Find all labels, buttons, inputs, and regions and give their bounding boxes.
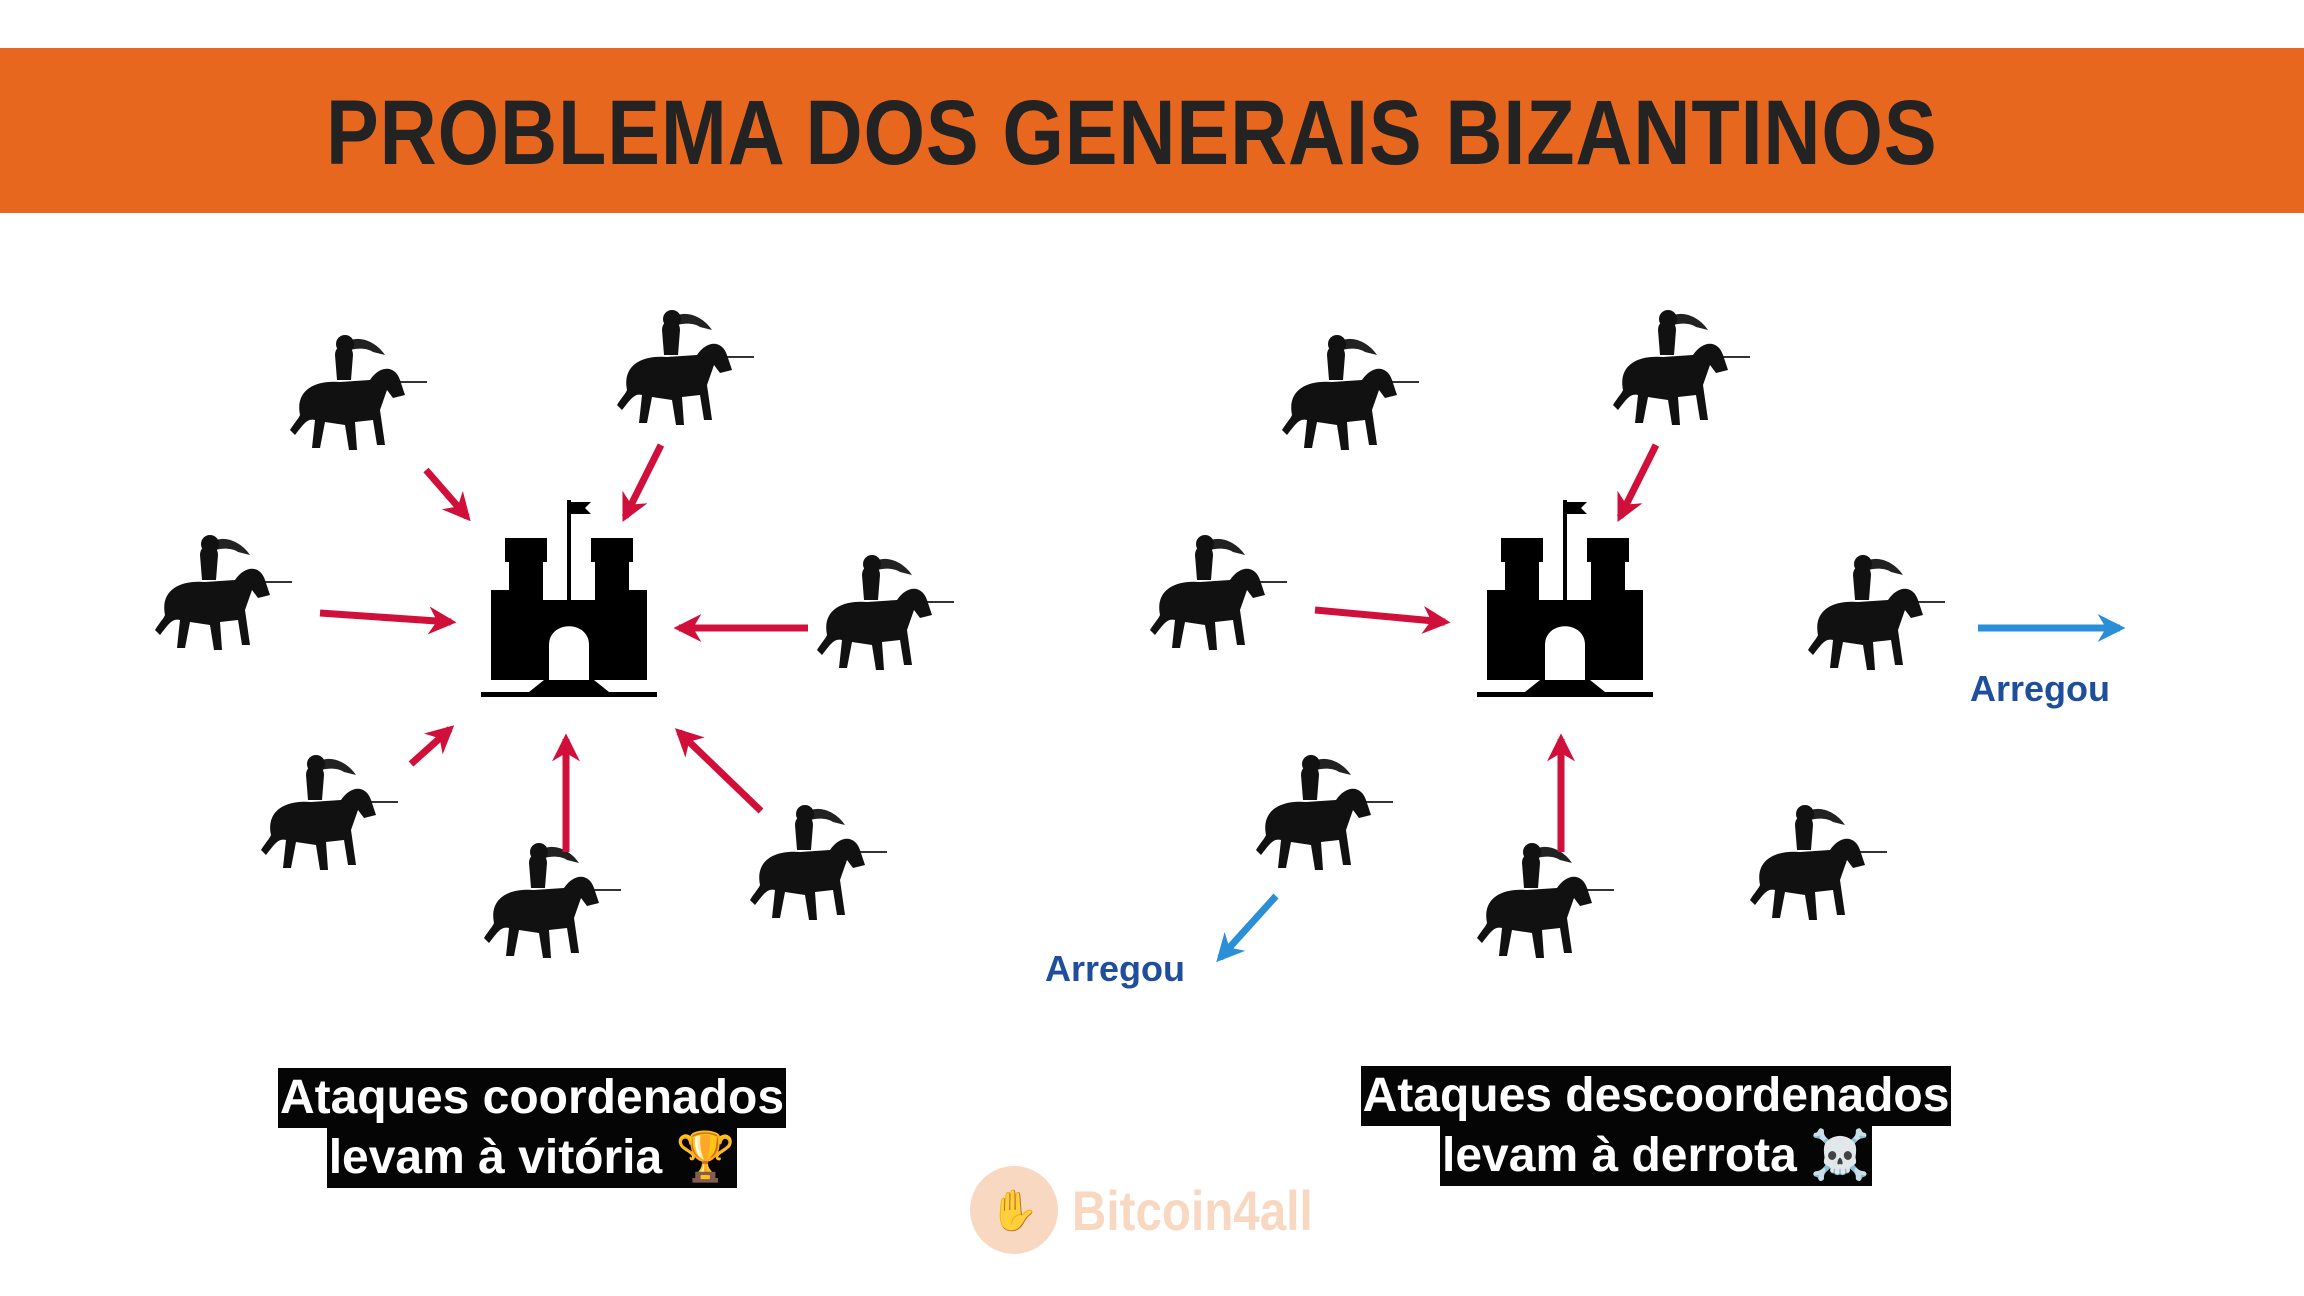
attack-arrow bbox=[1616, 443, 1660, 523]
page-title: PROBLEMA DOS GENERAIS BIZANTINOS bbox=[326, 82, 1938, 184]
right-caption: Ataques descoordenados levam à derrota ☠… bbox=[1356, 1066, 1956, 1186]
knight-icon bbox=[1612, 309, 1751, 426]
hands-logo-icon: ✋ bbox=[970, 1166, 1058, 1254]
attack-arrow bbox=[423, 467, 471, 522]
attack-arrow bbox=[1314, 606, 1451, 634]
knight-icon bbox=[483, 842, 622, 959]
attack-arrow bbox=[319, 606, 457, 635]
right-caption-line2: levam à derrota bbox=[1442, 1126, 1797, 1186]
knight-icon bbox=[1807, 554, 1946, 671]
left-scenario bbox=[154, 309, 955, 959]
knight-icon bbox=[1281, 334, 1420, 451]
knight-icon bbox=[1149, 534, 1288, 651]
castle-icon bbox=[1477, 500, 1653, 697]
knight-icon bbox=[1476, 842, 1615, 959]
title-band bbox=[0, 48, 2304, 213]
knight-icon bbox=[749, 804, 888, 921]
attack-arrow bbox=[621, 443, 665, 523]
knight-icon bbox=[260, 754, 399, 871]
knight-icon bbox=[154, 534, 293, 651]
knight-icon bbox=[1749, 804, 1888, 921]
watermark-text: Bitcoin4all bbox=[1072, 1178, 1313, 1242]
left-caption-line1: Ataques coordenados bbox=[277, 1068, 787, 1128]
retreat-label-left: Arregou bbox=[1045, 948, 1186, 989]
attack-arrow bbox=[674, 728, 764, 814]
castle-icon bbox=[481, 500, 657, 697]
attack-arrow bbox=[408, 725, 455, 767]
knight-icon bbox=[616, 309, 755, 426]
skull-icon: ☠️ bbox=[1810, 1126, 1870, 1186]
right-scenario bbox=[1149, 309, 2126, 963]
retreat-label-right: Arregou bbox=[1970, 668, 2111, 709]
knight-icon bbox=[1255, 754, 1394, 871]
watermark: ✋ Bitcoin4all bbox=[970, 1165, 1355, 1255]
retreat-arrow bbox=[1216, 893, 1279, 963]
left-caption: Ataques coordenados levam à vitória 🏆 bbox=[232, 1068, 832, 1188]
left-caption-line2: levam à vitória bbox=[328, 1128, 663, 1188]
trophy-icon: 🏆 bbox=[675, 1128, 736, 1188]
knight-icon bbox=[289, 334, 428, 451]
knight-icon bbox=[816, 554, 955, 671]
right-caption-line1: Ataques descoordenados bbox=[1360, 1066, 1952, 1126]
